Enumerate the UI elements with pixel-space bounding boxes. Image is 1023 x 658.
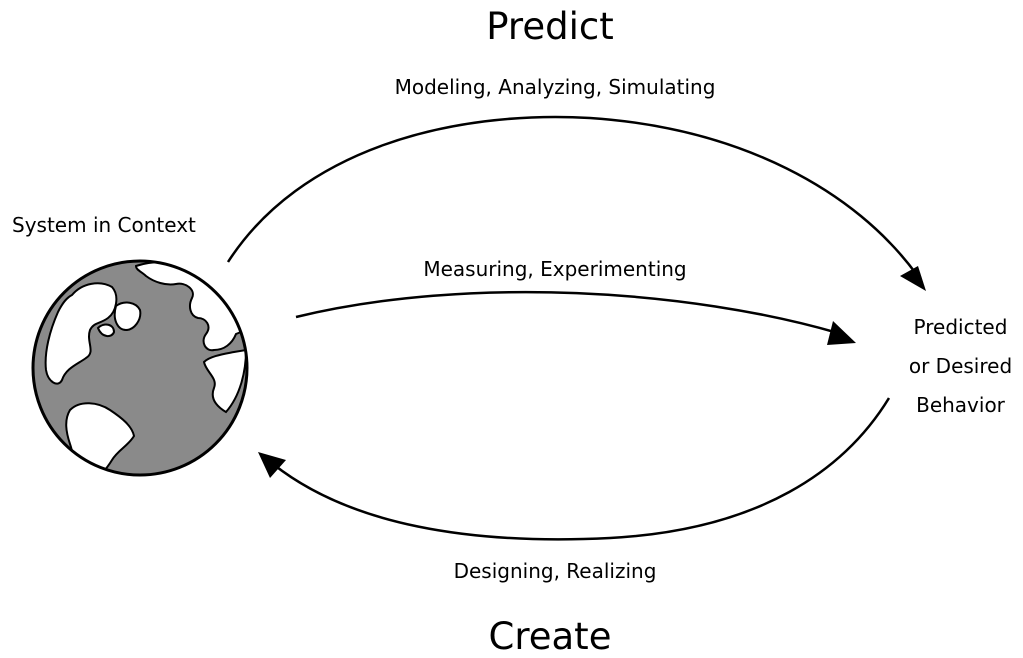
predict-methods-label: Modeling, Analyzing, Simulating — [394, 75, 716, 99]
measure-arrowhead — [827, 321, 856, 345]
create-arrowhead — [258, 452, 286, 478]
behavior-label-line: or Desired — [908, 354, 1013, 378]
measure-arrow — [295, 290, 839, 335]
behavior-label-line: Predicted — [913, 315, 1008, 339]
create-methods-label: Designing, Realizing — [453, 559, 657, 583]
predict-arrowhead — [900, 266, 926, 291]
predict-arrow — [226, 115, 919, 276]
behavior-label-line: Behavior — [916, 393, 1005, 417]
system-in-context-label: System in Context — [12, 213, 196, 237]
behavior-label: Predicted or Desired Behavior — [893, 308, 1023, 425]
predict-title: Predict — [486, 5, 614, 48]
measure-methods-label: Measuring, Experimenting — [423, 257, 687, 281]
globe-icon — [31, 259, 249, 477]
create-arrow — [272, 397, 891, 541]
create-title: Create — [488, 615, 612, 658]
